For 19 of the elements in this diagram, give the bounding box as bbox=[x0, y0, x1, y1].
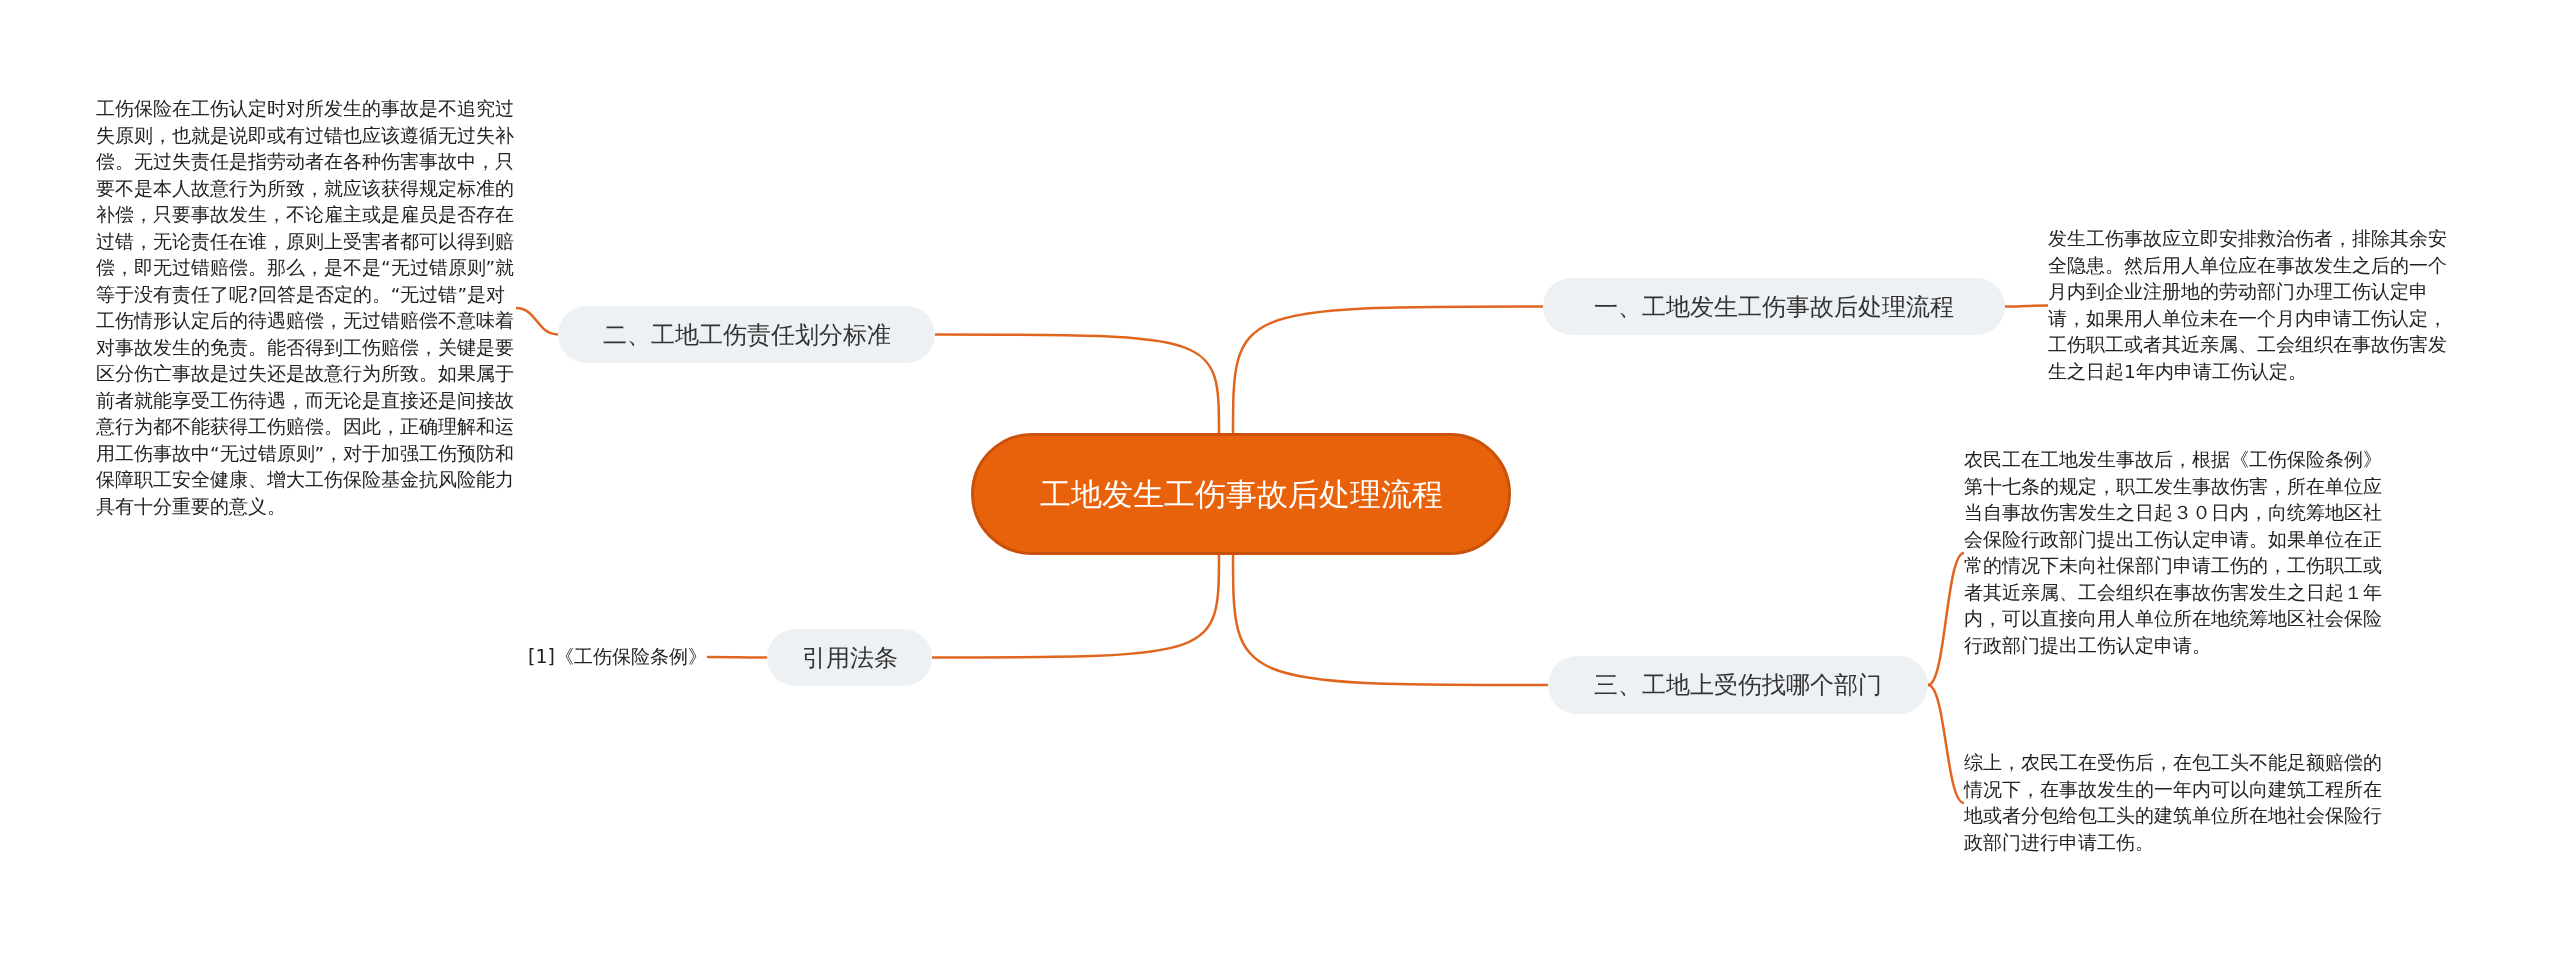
topic-pill: 二、工地工伤责任划分标准 bbox=[558, 306, 935, 363]
connector-line bbox=[1927, 551, 1965, 687]
connector-line bbox=[1231, 553, 1548, 687]
connector-line bbox=[935, 333, 1221, 435]
note-text: 发生工伤事故应立即安排救治伤者，排除其余安全隐患。然后用人单位应在事故发生之后的一个月内到企业注册地的劳动部门办理工伤认定申请，如果用人单位未在一个月内申请工伤认定，工伤职工或者其近亲属、工会组织在事故伤害发生之日起1年内申请工伤认定。 bbox=[2048, 226, 2452, 385]
topic-pill: 三、工地上受伤找哪个部门 bbox=[1548, 656, 1928, 714]
topic-pill: 一、工地发生工伤事故后处理流程 bbox=[1543, 278, 2005, 335]
connector-line bbox=[1927, 683, 1965, 805]
connector-line bbox=[932, 553, 1221, 659]
reference-text: [1]《工伤保险条例》 bbox=[528, 644, 707, 670]
note-text: 工伤保险在工伤认定时对所发生的事故是不追究过失原则，也就是说即或有过错也应该遵循无过失补偿。无过失责任是指劳动者在各种伤害事故中，只要不是本人故意行为所致，就应该获得规定标准的补偿，只要事故发生，不论雇主或是雇员是否存在过错，无论责任在谁，原则上受害者都可以得到赔偿，即无过错赔偿。那么，是不是“无过错原则”就等于没有责任了呢?回答是否定的。“无过错”是对工伤情形认定后的待遇赔偿，无过错赔偿不意味着对事故发生的免责。能否得到工伤赔偿，关键是要区分伤亡事故是过失还是故意行为所致。如果属于前者就能享受工伤待遇，而无论是直接还是间接故意行为都不能获得工伤赔偿。因此，正确理解和运用工伤事故中“无过错原则”，对于加强工伤预防和保障职工安全健康、增大工伤保险基金抗风险能力具有十分重要的意义。 bbox=[96, 96, 516, 520]
connector-line bbox=[1231, 305, 1543, 435]
connector-line bbox=[706, 655, 767, 659]
note-text: 农民工在工地发生事故后，根据《工伤保险条例》第十七条的规定，职工发生事故伤害，所在单位应当自事故伤害发生之日起３０日内，向统筹地区社会保险行政部门提出工伤认定申请。如果单位在正常的情况下未向社保部门申请工伤的，工伤职工或者其近亲属、工会组织在事故伤害发生之日起１年内，可以直接向用人单位所在地统筹地区社会保险行政部门提出工伤认定申请。 bbox=[1964, 447, 2400, 659]
note-text: 综上，农民工在受伤后，在包工头不能足额赔偿的情况下，在事故发生的一年内可以向建筑工程所在地或者分包给包工头的建筑单位所在地社会保险行政部门进行申请工伤。 bbox=[1964, 750, 2384, 856]
connector-line bbox=[515, 306, 559, 336]
central-topic: 工地发生工伤事故后处理流程 bbox=[971, 433, 1511, 555]
connector-line bbox=[2005, 304, 2048, 308]
topic-pill: 引用法条 bbox=[767, 629, 932, 686]
